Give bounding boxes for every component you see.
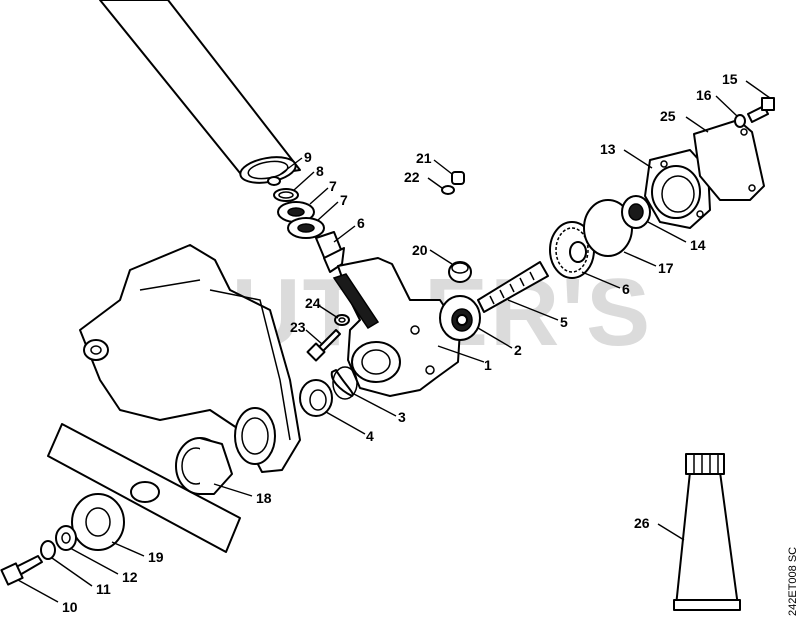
blade — [47, 423, 241, 553]
callout-22: 22 — [404, 169, 420, 185]
washer-16 — [734, 114, 746, 128]
collar-18 — [175, 437, 233, 495]
washer-12 — [55, 525, 77, 551]
callout-21: 21 — [416, 150, 432, 166]
circlip-3 — [330, 366, 358, 400]
drawing-code: 242ET008 SC — [787, 547, 799, 616]
callout-15: 15 — [722, 71, 738, 87]
callout-6-pinion: 6 — [357, 215, 365, 231]
plug-20 — [448, 261, 472, 283]
bearing-housing-13 — [644, 149, 711, 229]
callout-20: 20 — [412, 242, 428, 258]
callout-4: 4 — [366, 428, 374, 444]
bolt-10 — [0, 555, 43, 586]
callout-23: 23 — [290, 319, 306, 335]
bearing-7-upper — [277, 201, 315, 223]
callout-12: 12 — [122, 569, 138, 585]
ring-8 — [273, 188, 299, 202]
callout-3: 3 — [398, 409, 406, 425]
gear-housing — [332, 257, 461, 397]
bearing-14 — [621, 195, 651, 229]
callout-24: 24 — [305, 295, 321, 311]
callout-11: 11 — [96, 581, 111, 597]
leader-lines — [17, 80, 771, 603]
callout-19: 19 — [148, 549, 164, 565]
screw-23 — [306, 329, 341, 362]
callout-18: 18 — [256, 490, 272, 506]
screw-21 — [451, 171, 465, 185]
bevel-gear-6 — [549, 221, 595, 279]
screw-15 — [747, 97, 775, 123]
callout-8: 8 — [316, 163, 324, 179]
callout-9: 9 — [304, 149, 312, 165]
washer-22 — [441, 185, 455, 195]
callouts: 1 2 3 4 5 6 6 7 7 8 9 10 11 12 13 14 15 … — [62, 71, 738, 615]
callout-6-gear: 6 — [622, 281, 630, 297]
blade-guard — [79, 244, 301, 473]
callout-17: 17 — [658, 260, 674, 276]
ring-9 — [267, 176, 281, 186]
shaft-tube — [99, 0, 301, 184]
washer-11 — [40, 540, 56, 560]
thrust-plate-19 — [71, 493, 125, 551]
callout-16: 16 — [696, 87, 712, 103]
bearing-2 — [439, 295, 481, 341]
callout-5: 5 — [560, 314, 568, 330]
grease-tube-26 — [673, 453, 741, 611]
callout-2: 2 — [514, 342, 522, 358]
callout-10: 10 — [62, 599, 78, 615]
callout-26: 26 — [634, 515, 650, 531]
spline-shaft-5 — [477, 261, 549, 313]
seal-4 — [299, 379, 333, 417]
callout-7-upper: 7 — [329, 178, 337, 194]
callout-14: 14 — [690, 237, 706, 253]
callout-7-lower: 7 — [340, 192, 348, 208]
bearing-7-lower — [287, 217, 325, 239]
callout-25: 25 — [660, 108, 676, 124]
callout-13: 13 — [600, 141, 616, 157]
washer-24 — [334, 314, 350, 326]
callout-1: 1 — [484, 357, 492, 373]
